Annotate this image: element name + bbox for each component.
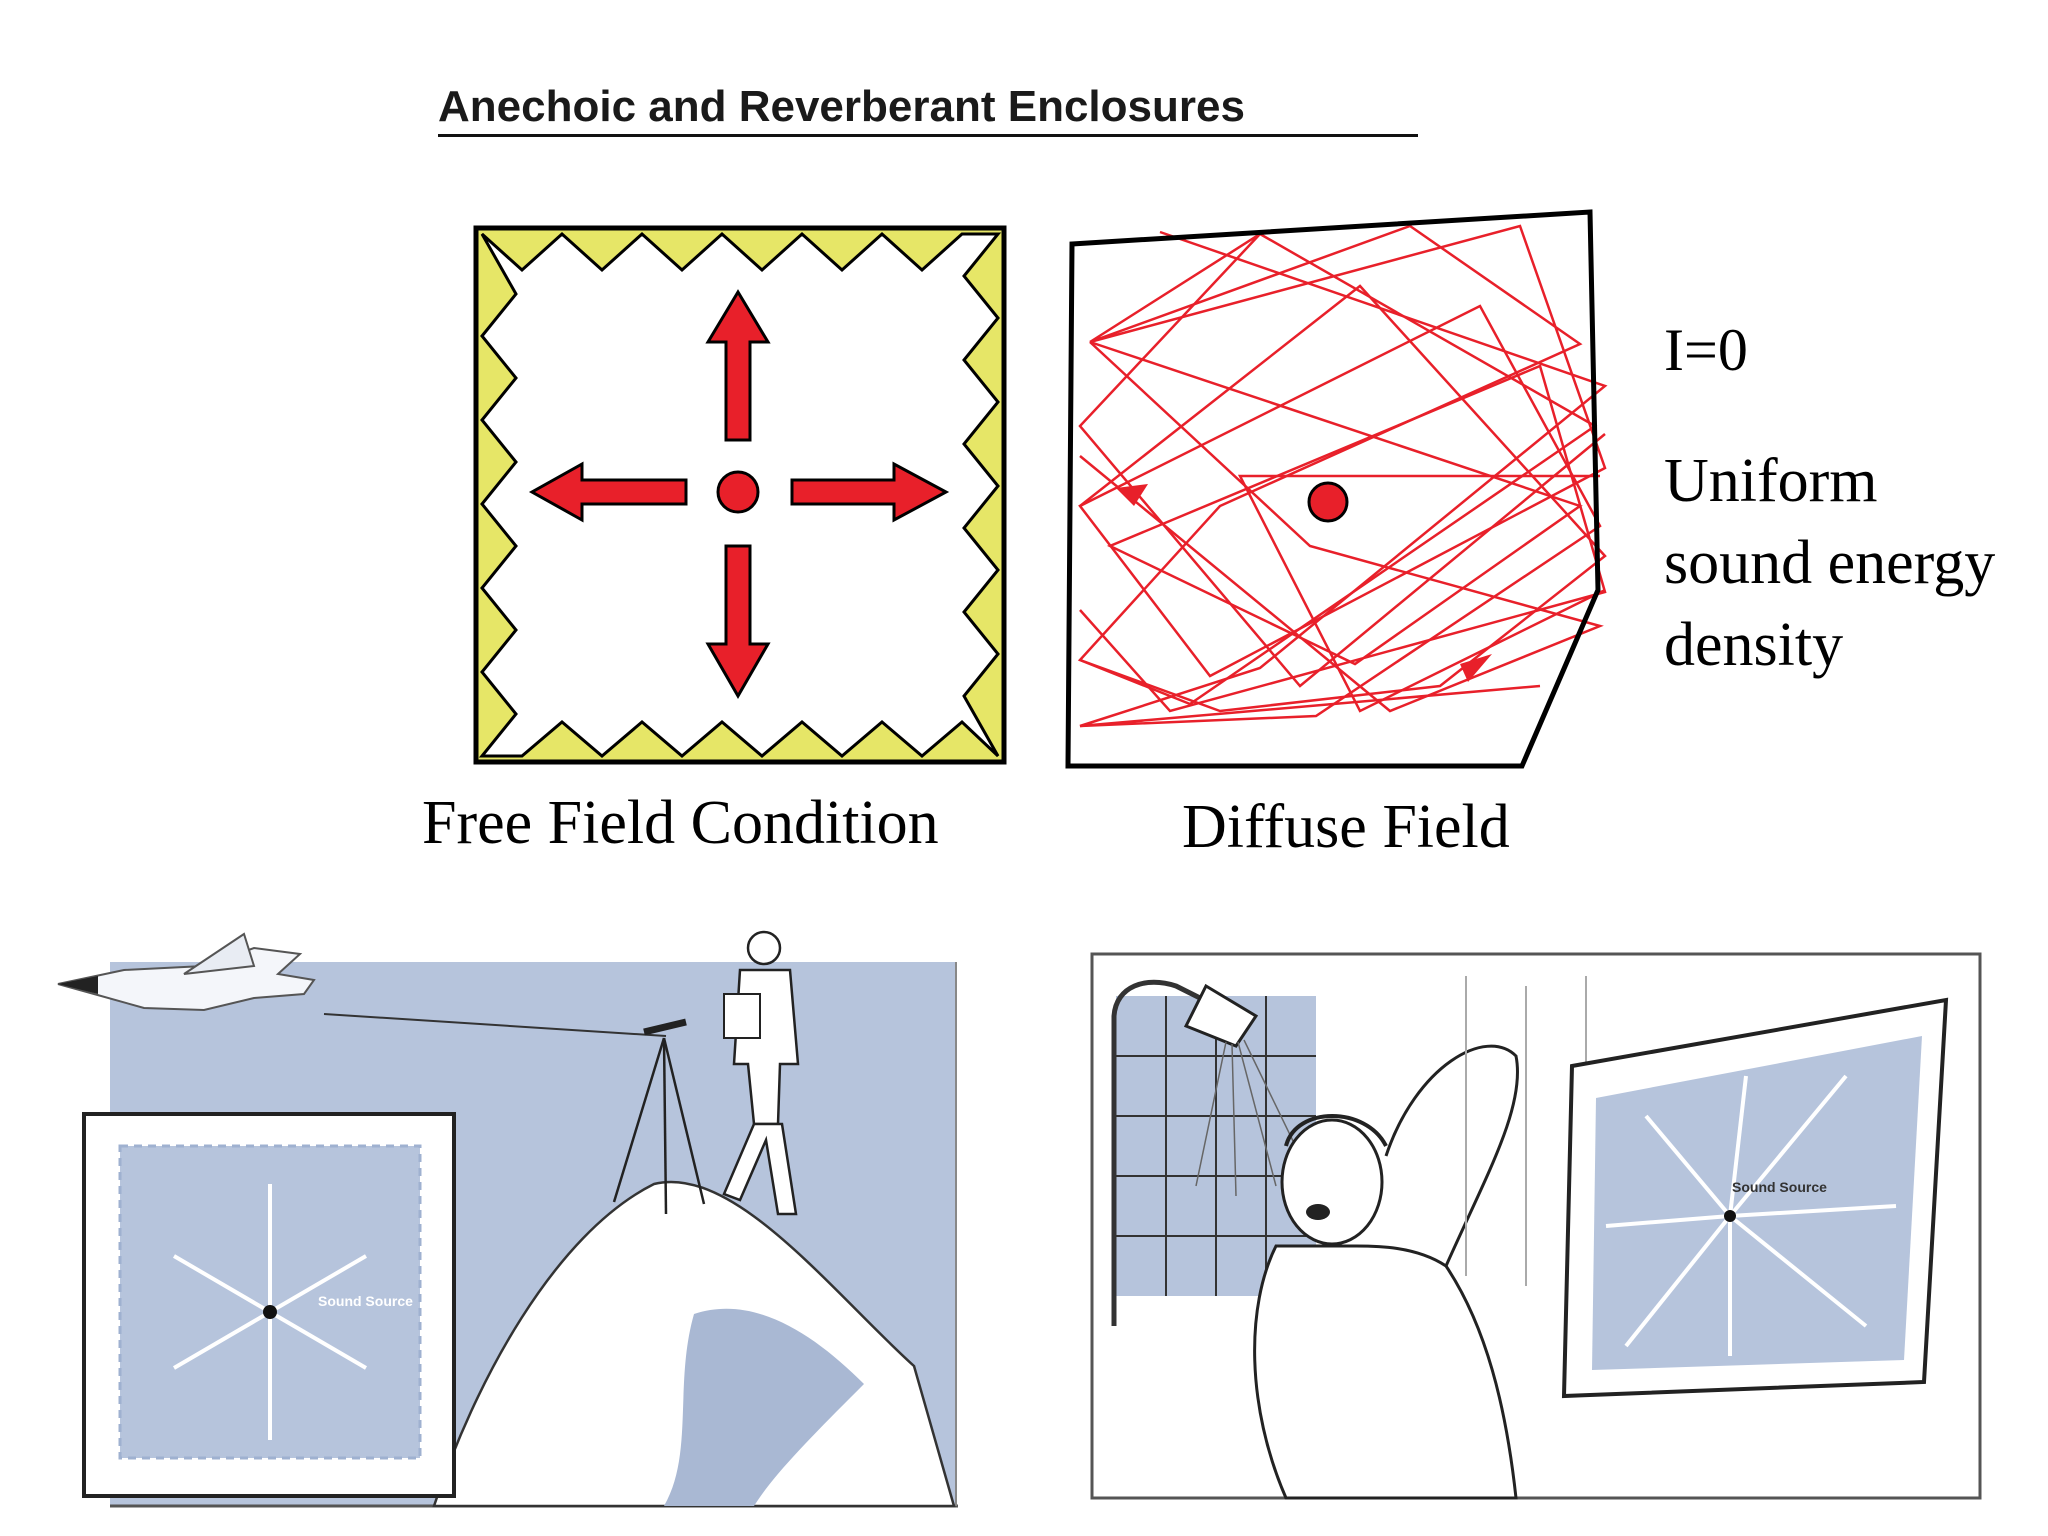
jet-plane-icon [57,932,316,1012]
inset-sound-source-label: Sound Source [318,1293,413,1309]
ray-arrowhead [1460,654,1492,682]
showering-person-icon [1253,1044,1520,1500]
telescope-tripod-icon [612,1018,706,1215]
arrow-right [790,461,950,523]
title-underline [438,134,1418,137]
radiating-arrows [172,1184,368,1440]
anechoic-chamber-diagram [473,225,1007,765]
arrow-left [528,461,688,523]
sound-source-dot [1724,1210,1736,1222]
chamber-outline [1065,209,1601,769]
arrow-down [705,544,771,700]
ray-arrowhead [1116,484,1148,506]
free-field-inset: Sound Source [82,1112,456,1498]
shower-pipe [1111,979,1218,1326]
hill-shadow [664,1308,864,1506]
inset-sound-source-label: Sound Source [1732,1179,1827,1195]
sound-source-dot [263,1305,277,1319]
free-field-caption: Free Field Condition [422,789,939,857]
shower-diffuse-field-illustration: Sound Source [1090,952,1982,1500]
outdoor-free-field-illustration: Sound Source [57,930,958,1508]
arrow-up [705,289,771,442]
diffuse-field-caption: Diffuse Field [1182,793,1510,861]
sound-source-dot [716,470,760,514]
page-title: Anechoic and Reverberant Enclosures [438,82,1245,131]
energy-density-note: Uniform sound energy density [1664,447,1996,679]
reverberant-room-inset: Sound Source [1561,997,1949,1399]
sound-source-dot [1307,481,1349,523]
shower-head-icon [1183,983,1259,1048]
reflected-arrows [1605,1074,1897,1356]
observer-person-icon [722,930,800,1216]
reverberant-chamber-diagram [1065,209,1608,769]
intensity-label: I=0 [1664,317,1748,383]
reflection-rays [1077,224,1608,728]
